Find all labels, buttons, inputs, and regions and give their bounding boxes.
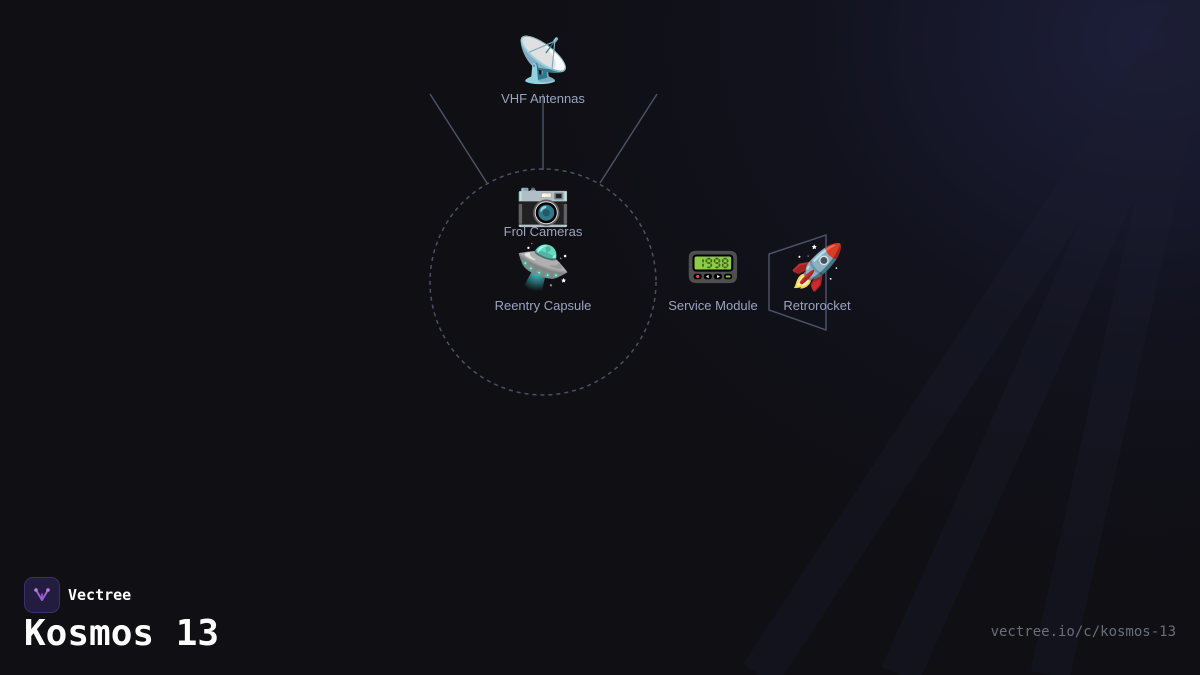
rocket-icon: 🚀 bbox=[789, 242, 845, 293]
edge-vhf-left bbox=[429, 93, 488, 184]
node-frol-cameras[interactable]: 📷 Frol Cameras bbox=[483, 178, 603, 239]
node-retrorocket[interactable]: 🚀 Retrorocket bbox=[757, 242, 877, 313]
node-service-module[interactable]: 📟 Service Module bbox=[653, 242, 773, 313]
page-url[interactable]: vectree.io/c/kosmos-13 bbox=[990, 624, 1176, 640]
page-title: Kosmos 13 bbox=[24, 613, 220, 654]
camera-icon: 📷 bbox=[515, 178, 571, 229]
retrorocket-frame bbox=[768, 233, 827, 332]
node-label: Service Module bbox=[668, 298, 758, 313]
node-label: Frol Cameras bbox=[503, 224, 583, 239]
brand[interactable]: Vectree bbox=[24, 577, 131, 613]
node-vhf-antennas[interactable]: 📡 VHF Antennas bbox=[483, 35, 603, 106]
brand-name: Vectree bbox=[68, 586, 132, 604]
vectree-logo-icon bbox=[24, 577, 60, 613]
edge-vhf-right bbox=[599, 93, 658, 184]
node-label: Retrorocket bbox=[783, 298, 851, 313]
node-reentry-capsule[interactable]: 🛸 Reentry Capsule bbox=[483, 242, 603, 313]
flying-saucer-icon: 🛸 bbox=[515, 242, 571, 293]
node-label: Reentry Capsule bbox=[494, 298, 592, 313]
node-label: VHF Antennas bbox=[501, 91, 585, 106]
satellite-antenna-icon: 📡 bbox=[515, 35, 571, 86]
pager-icon: 📟 bbox=[685, 242, 741, 293]
